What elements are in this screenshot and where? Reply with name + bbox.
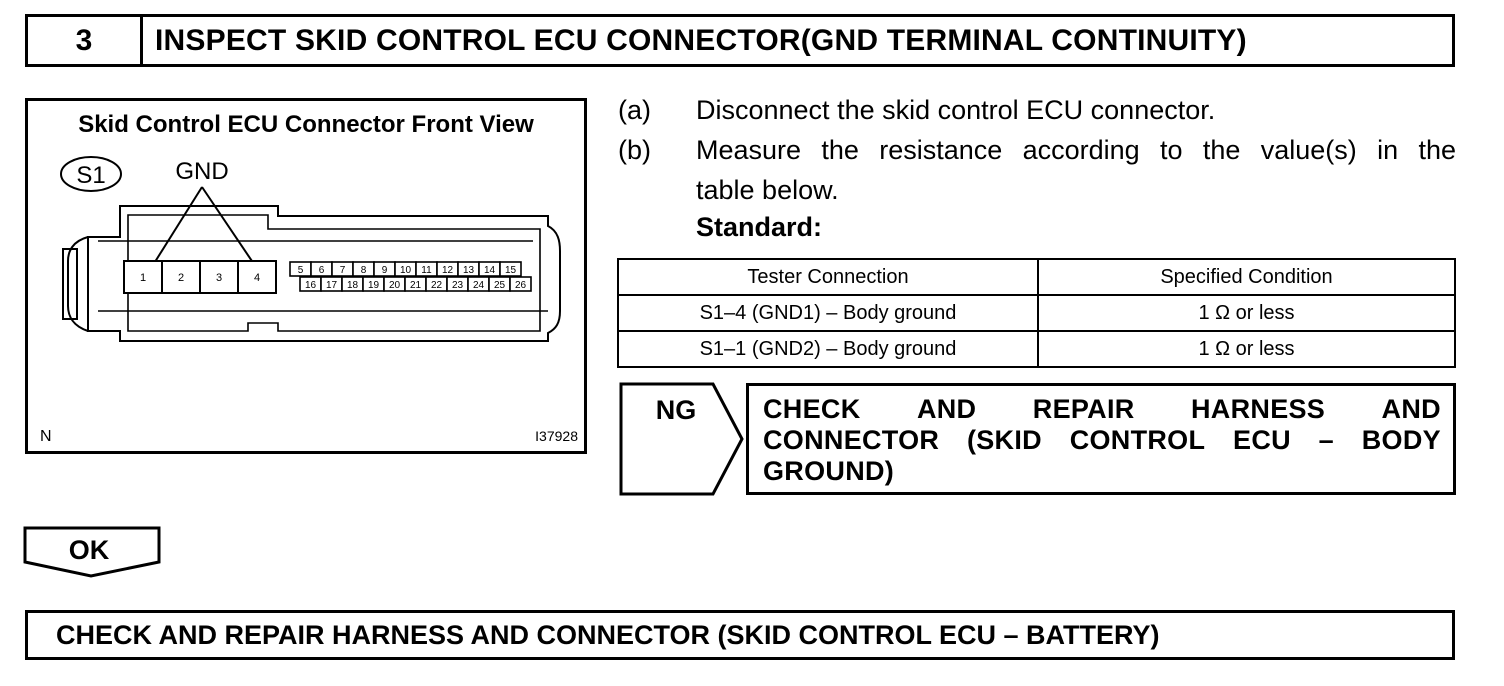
connector-id-ellipse (60, 156, 122, 192)
table-header-cell: Specified Condition (1037, 258, 1456, 296)
table-cell: S1–4 (GND1) – Body ground (617, 294, 1039, 332)
terminal-12: 12 (442, 265, 454, 276)
instruction-a-text: Disconnect the skid control ECU connecto… (696, 95, 1216, 125)
terminal-14: 14 (484, 265, 496, 276)
table-cell: 1 Ω or less (1037, 294, 1456, 332)
step-header: 3 INSPECT SKID CONTROL ECU CONNECTOR(GND… (25, 14, 1455, 67)
terminal-11: 11 (421, 265, 432, 276)
gnd-label: GND (175, 158, 228, 185)
table-row: S1–4 (GND1) – Body ground 1 Ω or less (617, 294, 1456, 332)
gnd-leader-2 (201, 186, 261, 274)
diagram-title: Skid Control ECU Connector Front View (78, 111, 534, 138)
terminal-19: 19 (368, 280, 380, 291)
terminal-24: 24 (473, 280, 485, 291)
ng-arrow: NG (619, 382, 744, 496)
large-terminals: 1 2 3 4 (123, 260, 277, 294)
ng-label: NG (656, 395, 697, 425)
corner-label: N (40, 428, 52, 445)
step-title: INSPECT SKID CONTROL ECU CONNECTOR(GND T… (155, 23, 1247, 57)
table-header-cell: Tester Connection (617, 258, 1039, 296)
terminal-21: 21 (410, 280, 422, 291)
terminal-10: 10 (400, 265, 412, 276)
small-terminals-top: 5 6 7 8 9 10 11 12 13 14 15 (289, 261, 522, 277)
table-cell: 1 Ω or less (1037, 330, 1456, 368)
terminal-3: 3 (216, 272, 222, 284)
table-cell: S1–1 (GND2) – Body ground (617, 330, 1039, 368)
terminal-17: 17 (326, 280, 338, 291)
instruction-b-letter: (b) (618, 135, 651, 165)
terminal-16: 16 (305, 280, 317, 291)
terminal-9: 9 (382, 265, 388, 276)
terminal-2: 2 (178, 272, 184, 284)
connector-housing (87, 205, 561, 342)
terminal-15: 15 (505, 265, 517, 276)
terminal-4: 4 (254, 272, 260, 284)
instruction-b-text-line1: Measure the resistance according to the … (696, 135, 1456, 165)
gnd-leader-1 (147, 186, 203, 274)
terminal-5: 5 (298, 265, 304, 276)
ok-label: OK (69, 535, 110, 565)
instruction-a-letter: (a) (618, 95, 651, 125)
connector-latch (67, 236, 89, 332)
terminal-18: 18 (347, 280, 359, 291)
connector-diagram: Skid Control ECU Connector Front View S1… (25, 98, 587, 454)
instruction-b-text-line2: table below. (696, 175, 839, 205)
terminal-8: 8 (361, 265, 367, 276)
terminal-1: 1 (140, 272, 146, 284)
figure-id: I37928 (535, 428, 578, 444)
final-action-box: CHECK AND REPAIR HARNESS AND CONNECTOR (… (25, 610, 1455, 660)
terminal-6: 6 (319, 265, 325, 276)
terminal-25: 25 (494, 280, 506, 291)
standard-label: Standard: (696, 212, 823, 242)
ok-arrow: OK (23, 526, 161, 578)
table-row: S1–1 (GND2) – Body ground 1 Ω or less (617, 330, 1456, 368)
connector-id-label: S1 (76, 162, 105, 189)
step-number: 3 (28, 17, 143, 64)
spec-table: Tester Connection Specified Condition S1… (617, 258, 1456, 368)
terminal-13: 13 (463, 265, 475, 276)
terminal-23: 23 (452, 280, 464, 291)
terminal-26: 26 (515, 280, 527, 291)
terminal-20: 20 (389, 280, 401, 291)
connector-inner (127, 214, 541, 332)
small-terminals-bottom: 16 17 18 19 20 21 22 23 24 25 26 (299, 276, 532, 292)
table-header-row: Tester Connection Specified Condition (617, 258, 1456, 296)
terminal-7: 7 (340, 265, 346, 276)
ng-result-line3: GROUND) (763, 456, 895, 486)
terminal-22: 22 (431, 280, 443, 291)
